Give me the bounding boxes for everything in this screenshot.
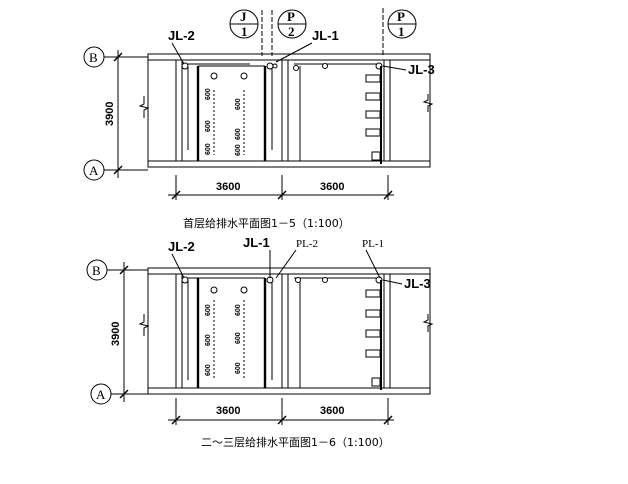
break-marks-2: [138, 314, 434, 336]
leader-jl3: [382, 65, 407, 71]
plan-caption-upper: 二～三层给排水平面图1－6（1:100）: [201, 435, 390, 449]
callout-p1-top: P: [397, 9, 405, 24]
axis-markers-1: [83, 46, 148, 181]
spacing-label: 600: [205, 88, 212, 100]
section-callout-p1: [382, 8, 417, 56]
pipe-label-jl2: JL-2: [168, 28, 195, 43]
leader-jl2: [171, 42, 185, 65]
leader-pl2: [275, 249, 297, 279]
urinals-right: [293, 62, 383, 164]
toilet-stalls-left: [181, 276, 274, 388]
pipe-label-jl3: JL-3: [404, 276, 431, 291]
upper-floors-plan: 600 600 600 600 600 600: [86, 235, 434, 449]
spacing-label: 600: [235, 332, 242, 344]
spacing-label: 600: [235, 362, 242, 374]
spacing-label: 600: [205, 120, 212, 132]
spacing-label: 600: [235, 304, 242, 316]
pipe-label-pl2: PL-2: [296, 238, 318, 250]
callout-j1-bottom: 1: [241, 24, 248, 39]
leader-jl3: [382, 279, 403, 285]
height-dimension: 3900: [104, 102, 116, 126]
callout-j1-top: J: [240, 9, 247, 24]
axis-a-label: A: [89, 163, 99, 178]
building-walls: [147, 267, 431, 395]
pipe-label-jl2: JL-2: [168, 239, 195, 254]
width-dimension: 3600: [320, 181, 344, 193]
width-dimensions-2: [168, 398, 394, 425]
spacing-label: 600: [235, 98, 242, 110]
axis-b-label: B: [92, 263, 101, 278]
spacing-label: 600: [205, 334, 212, 346]
width-dimension: 3600: [320, 405, 344, 417]
leader-jl1: [275, 42, 313, 63]
spacing-label: 600: [205, 304, 212, 316]
height-dimension: 3900: [110, 322, 122, 346]
axis-a-label: A: [96, 387, 106, 402]
spacing-label: 600: [205, 364, 212, 376]
pipe-label-jl1: JL-1: [243, 235, 270, 250]
spacing-label: 600: [235, 128, 242, 140]
callout-p1-bottom: 1: [398, 24, 405, 39]
pipe-label-pl1: PL-1: [362, 238, 384, 250]
leader-jl2: [171, 253, 185, 279]
break-marks-1: [138, 94, 434, 118]
urinals-right: [294, 276, 383, 390]
pipe-label-jl3: JL-3: [408, 62, 435, 77]
pipe-label-jl1: JL-1: [312, 28, 339, 43]
spacing-label: 600: [205, 143, 212, 155]
width-dimension: 3600: [216, 181, 240, 193]
leader-pl1: [365, 249, 381, 279]
spacing-label: 600: [235, 144, 242, 156]
section-callout-p2: [271, 9, 307, 56]
pipe-spacing-dims-2: 600 600 600 600 600 600: [205, 304, 242, 376]
width-dimension: 3600: [216, 405, 240, 417]
callout-p2-bottom: 2: [288, 24, 295, 39]
building-walls: [147, 53, 431, 168]
axis-b-label: B: [89, 50, 98, 65]
width-dimensions-1: [168, 175, 394, 200]
toilet-stalls-left: [181, 62, 278, 161]
section-callout-j1: [229, 9, 263, 56]
axis-markers-2: [86, 259, 148, 405]
plan-caption-ground: 首层给排水平面图1－5（1:100）: [183, 216, 350, 230]
callout-p2-top: P: [287, 9, 295, 24]
pipe-spacing-dims-1: 600 600 600 600 600 600: [205, 88, 242, 156]
ground-floor-plan: 600 600 600 600 600 600: [83, 8, 435, 230]
